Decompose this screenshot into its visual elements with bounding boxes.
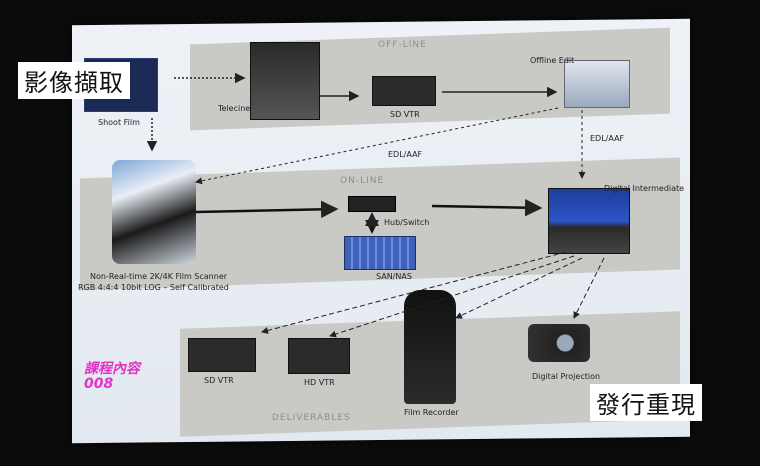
offline-edit-device <box>564 60 630 108</box>
san-nas-device <box>344 236 416 270</box>
course-number: 008 <box>84 376 114 392</box>
label-hub-switch: Hub/Switch <box>384 218 430 227</box>
label-edl-mid: EDL/AAF <box>388 150 423 159</box>
sd-vtr-bottom-device <box>188 338 256 372</box>
label-edl-right: EDL/AAF <box>590 134 625 143</box>
course-label: 課程內容 <box>84 361 140 377</box>
label-film-recorder: Film Recorder <box>404 408 459 417</box>
label-digital-intermediate: Digital Intermediate <box>604 184 685 193</box>
label-offline-edit: Offline Edit <box>530 56 575 65</box>
deliverables-title: DELIVERABLES <box>272 413 351 423</box>
capture-overlay: 影像擷取 <box>18 62 130 99</box>
label-sd-vtr-bottom: SD VTR <box>204 376 234 385</box>
sd-vtr-top-device <box>372 76 436 106</box>
hub-switch-device <box>348 196 396 212</box>
digital-projection-device <box>528 324 590 362</box>
digital-intermediate-device <box>548 188 630 254</box>
telecine-device <box>250 42 320 120</box>
label-telecine: Telecine <box>218 104 251 113</box>
hd-vtr-device <box>288 338 350 374</box>
release-overlay: 發行重現 <box>590 384 702 421</box>
label-san-nas: SAN/NAS <box>376 272 412 281</box>
label-digital-projection: Digital Projection <box>532 372 601 381</box>
label-scanner-line1: Non-Real-time 2K/4K Film Scanner <box>90 272 228 281</box>
label-shoot-film: Shoot Film <box>98 118 140 127</box>
film-scanner-device <box>112 160 196 264</box>
offline-title: OFF-LINE <box>378 40 427 50</box>
label-scanner-line2: RGB 4:4:4 10bit LOG – Self Calibrated <box>78 283 229 292</box>
label-sd-vtr-top: SD VTR <box>390 110 420 119</box>
label-hd-vtr: HD VTR <box>304 378 335 387</box>
online-title: ON-LINE <box>340 176 385 186</box>
